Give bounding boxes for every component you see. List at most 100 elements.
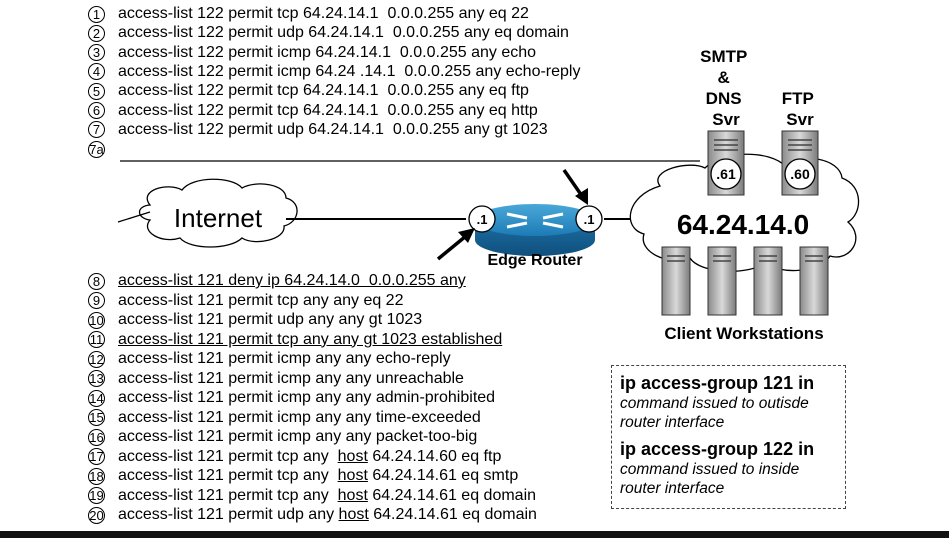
acl-entry-text: access-list 121 permit icmp any any time… [118,408,481,426]
acl-line: 14 access-list 121 permit icmp any any ad… [88,388,495,408]
smtp-dns-server-icon [707,130,745,196]
line-number-badge: 8 [88,272,105,290]
entry-text-part: access-list 121 permit icmp any any time… [118,408,481,426]
entry-text-part: 64.24.14.61 eq domain [367,486,537,504]
ftp-server-icon [781,130,819,196]
workstation-icon [753,246,783,316]
acl-entry-text: access-list 121 permit tcp any host 64.2… [118,486,537,504]
outbound-arrow [562,169,588,205]
acl-line: 18 access-list 121 permit tcp any host 64… [88,466,518,486]
edge-router-icon [475,204,595,256]
acl-line: 15 access-list 121 permit icmp any any ti… [88,408,481,428]
entry-text-part: access-list 121 permit tcp any [118,447,338,465]
internet-cloud [117,178,298,248]
inbound-arrow [436,228,475,261]
line-number-badge: 1 [88,5,105,23]
line-number-badge: 19 [88,487,105,504]
acl-entry-text: access-list 121 permit tcp any host 64.2… [118,468,518,484]
line-number-badge: 18 [88,467,105,485]
router-outside-address: .1 [477,212,488,227]
acl-line: 7 access-list 122 permit udp 64.24.14.1 0… [88,120,548,140]
smtp-dns-label: SMTP & DNS Svr [700,47,752,129]
router-inside-address: .1 [584,212,595,227]
entry-text-part: access-list 121 permit tcp any [118,486,338,504]
acl-entry-text: access-list 121 deny ip 64.24.14.0 0.0.0… [118,273,466,289]
acl-line: 9 access-list 121 permit tcp any any eq 2… [88,291,403,311]
acl-entry-text: access-list 122 permit tcp 64.24.14.1 0.… [118,82,529,100]
acl-line: 4 access-list 122 permit icmp 64.24 .14.1… [88,62,580,82]
acl-line: 7a [88,139,118,159]
line-number-badge: 7a [88,140,105,158]
acl-entry-text: access-list 121 permit icmp any any admi… [118,390,495,406]
inbound-command-description: command issued to outisde [620,395,809,412]
client-workstation-icons [661,246,829,316]
bottom-border [0,531,949,538]
acl-entry-text: access-list 122 permit icmp 64.24 .14.1 … [118,62,581,80]
acl-line: 10 access-list 121 permit udp any any gt … [88,310,422,330]
access-group-commands-panel: ip access-group 121 in command issued to… [611,365,846,509]
acl-entry-text: access-list 121 permit udp any host 64.2… [118,507,537,523]
workstation-icon [799,246,829,316]
entry-text-part: access-list 121 permit icmp any any admi… [118,389,496,406]
line-number-badge: 15 [88,409,105,426]
workstation-icon [707,246,737,316]
line-number-badge: 4 [88,63,105,81]
line-number-badge: 2 [88,24,105,42]
router-inside-interface [575,205,603,233]
smtp-dns-host-address: .61 [716,166,736,182]
underlined-text: host [337,486,368,504]
acl-line: 13 access-list 121 permit icmp any any un… [88,369,464,389]
acl-entry-text: access-list 122 permit tcp 64.24.14.1 0.… [118,101,538,119]
entry-text-part: access-list 121 permit udp any any gt 10… [118,311,423,328]
internet-label: Internet [174,203,263,233]
acl-entry-text: access-list 121 permit icmp any any pack… [118,429,477,445]
entry-text-part: 64.24.14.60 eq ftp [367,447,502,465]
line-number-badge: 7 [88,121,105,139]
line-number-badge: 6 [88,102,105,119]
line-number-badge: 14 [88,389,105,407]
ftp-label: FTP Svr [782,89,819,129]
ftp-host-address: .60 [790,166,810,182]
acl-entry-text: access-list 121 permit icmp any any unre… [118,370,464,387]
underlined-text: host [338,506,369,523]
client-workstations-label: Client Workstations [664,324,823,343]
acl-entry-text: access-list 121 permit tcp any any gt 10… [118,330,503,348]
underlined-text: host [337,467,368,484]
line-number-badge: 9 [88,292,105,309]
inbound-access-group-command: ip access-group 121 in [620,373,815,393]
acl-line: 6 access-list 122 permit tcp 64.24.14.1 0… [88,101,538,121]
router-label: Edge Router [487,252,582,269]
entry-text-part: 64.24.14.61 eq domain [368,506,537,523]
entry-text-part: access-list 121 permit udp any [118,506,339,523]
acl-line: 11 access-list 121 permit tcp any any gt … [88,330,502,350]
acl-entry-text: access-list 122 permit udp 64.24.14.1 0.… [118,120,548,138]
line-number-badge: 20 [88,506,105,524]
acl-line: 5 access-list 122 permit tcp 64.24.14.1 0… [88,81,529,101]
outbound-command-description-cont: router interface [620,480,725,497]
acl-entry-text: access-list 121 permit icmp any any echo… [118,351,451,367]
entry-text-part: access-list 121 permit tcp any any eq 22 [118,291,404,309]
line-number-badge: 11 [88,331,105,348]
entry-text-part: access-list 121 permit icmp any any echo… [118,350,451,367]
acl-entry-text: access-list 122 permit icmp 64.24.14.1 0… [118,43,537,61]
line-number-badge: 5 [88,82,105,100]
acl-line: 19 access-list 121 permit tcp any host 64… [88,486,536,506]
acl-entry-text: access-list 121 permit tcp any host 64.2… [118,447,502,465]
line-number-badge: 13 [88,370,105,387]
network-address-label: 64.24.14.0 [677,209,809,240]
entry-text-part: access-list 121 permit icmp any any pack… [118,428,478,445]
outbound-access-group-command: ip access-group 122 in [620,439,815,459]
line-number-badge: 3 [88,44,105,62]
underlined-text: access-list 121 permit tcp any any gt 10… [118,330,503,348]
entry-text-part: access-list 121 permit tcp any [118,467,338,484]
acl-line: 3 access-list 122 permit icmp 64.24.14.1 … [88,43,536,63]
line-number-badge: 10 [88,311,105,329]
acl-line: 20 access-list 121 permit udp any host 64… [88,505,537,525]
entry-text-part: 64.24.14.61 eq smtp [367,467,519,484]
